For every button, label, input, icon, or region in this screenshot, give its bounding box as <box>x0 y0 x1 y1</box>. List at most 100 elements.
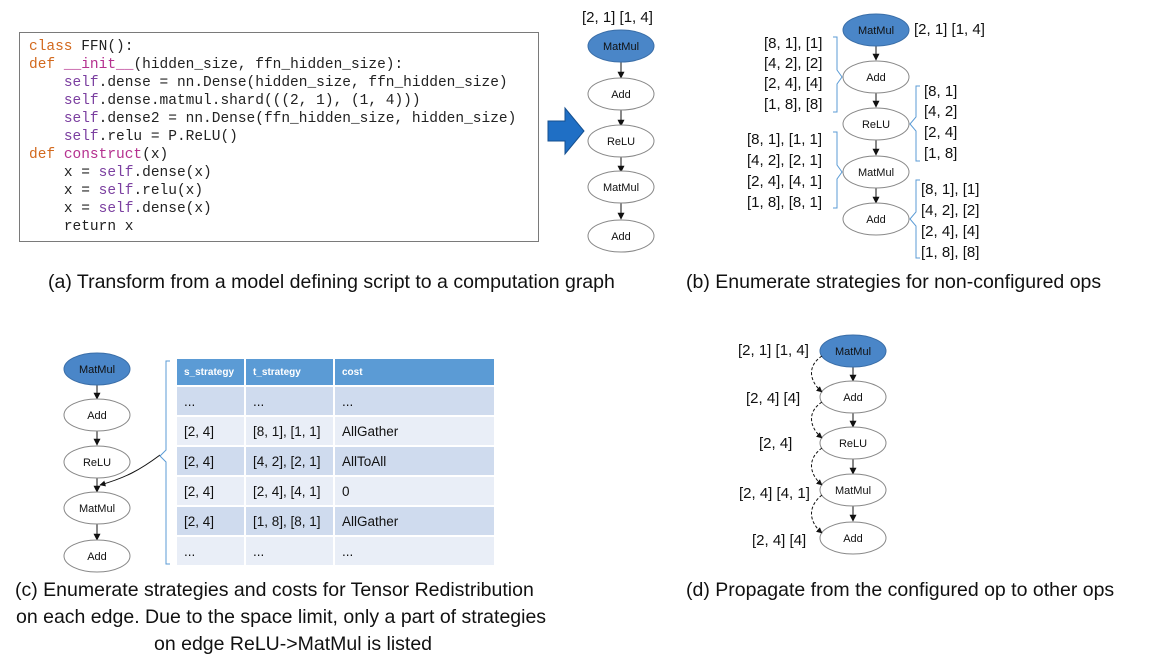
add1-strategy: [2, 4], [4] <box>764 75 823 92</box>
redistribution-table: s_strategy t_strategy cost ... ... ... [… <box>177 357 496 567</box>
graph-d-node-matmul <box>819 334 887 368</box>
table-row: ... ... ... <box>177 537 496 565</box>
propagated-label: [2, 4] <box>759 435 793 452</box>
graph-c: MatMul Add ReLU MatMul Add <box>63 352 170 573</box>
caption-d: (d) Propagate from the configured op to … <box>686 579 1115 601</box>
brace-add1 <box>833 36 843 113</box>
transform-arrow-icon <box>547 106 585 156</box>
graph-a-node-label: Add <box>611 231 631 243</box>
graph-b-node-label: Add <box>866 214 886 226</box>
add2-strategy: [1, 8], [8] <box>921 244 980 261</box>
code-line-8: x = self.dense(x) <box>63 165 212 181</box>
code-line-7: def construct(x) <box>29 147 169 163</box>
matmul2-strategy: [1, 8], [8, 1] <box>747 194 823 211</box>
graph-c-node-add2 <box>63 539 131 573</box>
propagated-label: [2, 4] [4] <box>752 532 807 549</box>
table-bracket <box>159 360 170 565</box>
table-cell: AllToAll <box>335 447 496 475</box>
graph-c-node-label: Add <box>87 551 107 563</box>
brace-add2 <box>909 179 920 259</box>
graph-d-node-label: MatMul <box>835 485 871 497</box>
code-line-11: return x <box>63 219 134 235</box>
graph-a-node-matmul <box>587 29 655 63</box>
caption-b: (b) Enumerate strategies for non-configu… <box>686 271 1102 293</box>
graph-d-node-relu <box>819 426 887 460</box>
graph-b-node-relu <box>842 107 910 141</box>
table-header-cell: t_strategy <box>246 359 335 385</box>
graph-b-node-label: ReLU <box>862 119 890 131</box>
graph-d-node-label: Add <box>843 392 863 404</box>
brace-relu <box>909 85 920 162</box>
graph-d-node-label: ReLU <box>839 438 867 450</box>
graph-a-node-label: MatMul <box>603 182 639 194</box>
graph-b-node-label: Add <box>866 72 886 84</box>
propagated-label: [2, 4] [4] <box>746 390 801 407</box>
graph-a-node-add2 <box>587 219 655 253</box>
propagated-label: [2, 1] [1, 4] <box>738 342 809 359</box>
graph-a-node-matmul2 <box>587 170 655 204</box>
table-cell: [4, 2], [2, 1] <box>246 447 335 475</box>
graph-a-node-relu <box>587 124 655 158</box>
table-row: [2, 4] [1, 8], [8, 1] AllGather <box>177 507 496 535</box>
add2-strategy: [8, 1], [1] <box>921 181 980 198</box>
propagation-arrow <box>811 401 823 439</box>
add1-strategy: [4, 2], [2] <box>764 55 823 72</box>
relu-strategy: [8, 1] <box>924 83 958 100</box>
relu-strategy: [2, 4] <box>924 124 958 141</box>
graph-b-config-label: [2, 1] [1, 4] <box>914 21 985 38</box>
table-row: [2, 4] [4, 2], [2, 1] AllToAll <box>177 447 496 475</box>
code-line-10: x = self.dense(x) <box>63 201 212 217</box>
table-cell: ... <box>335 387 496 415</box>
graph-c-node-label: ReLU <box>83 457 111 469</box>
code-line-2: def __init__(hidden_size, ffn_hidden_siz… <box>29 57 404 73</box>
graph-c-node-relu <box>63 445 131 479</box>
table-header-cell: s_strategy <box>177 359 246 385</box>
table-cell: [1, 8], [8, 1] <box>246 507 335 535</box>
table-row: [2, 4] [8, 1], [1, 1] AllGather <box>177 417 496 445</box>
table-cell: ... <box>246 537 335 565</box>
caption-c-line2: on each edge. Due to the space limit, on… <box>16 606 547 628</box>
graph-a-config-label: [2, 1] [1, 4] <box>582 9 653 26</box>
code-line-6: self.relu = P.ReLU() <box>63 129 238 145</box>
propagation-arrow <box>811 447 823 486</box>
table-cell: 0 <box>335 477 496 505</box>
add2-strategy: [2, 4], [4] <box>921 223 980 240</box>
code-box: class FFN(): def __init__(hidden_size, f… <box>19 32 539 242</box>
table-cell: [2, 4] <box>177 447 246 475</box>
edge-pointer-line <box>99 454 161 487</box>
code-line-3: self.dense = nn.Dense(hidden_size, ffn_h… <box>63 75 508 91</box>
graph-d-node-label: Add <box>843 533 863 545</box>
table-cell: AllGather <box>335 417 496 445</box>
table-cell: [2, 4] <box>177 507 246 535</box>
table-cell: ... <box>177 537 246 565</box>
graph-b-node-label: MatMul <box>858 25 894 37</box>
graph-d-node-add2 <box>819 521 887 555</box>
graph-b-node-matmul2 <box>842 155 910 189</box>
graph-c-node-matmul <box>63 352 131 386</box>
brace-matmul2 <box>833 131 843 209</box>
table-header-row: s_strategy t_strategy cost <box>177 359 496 385</box>
table-cell: [2, 4] <box>177 417 246 445</box>
graph-a: MatMul Add ReLU MatMul Add <box>587 29 655 253</box>
table-cell: ... <box>335 537 496 565</box>
table-row: ... ... ... <box>177 387 496 415</box>
graph-c-node-add <box>63 398 131 432</box>
table-row: [2, 4] [2, 4], [4, 1] 0 <box>177 477 496 505</box>
table-cell: ... <box>177 387 246 415</box>
graph-c-node-label: MatMul <box>79 503 115 515</box>
add2-strategy: [4, 2], [2] <box>921 202 980 219</box>
add1-strategy: [1, 8], [8] <box>764 96 823 113</box>
graph-b-node-matmul <box>842 13 910 47</box>
graph-c-node-matmul2 <box>63 491 131 525</box>
matmul2-strategy: [4, 2], [2, 1] <box>747 152 823 169</box>
caption-c-line1: (c) Enumerate strategies and costs for T… <box>15 579 534 601</box>
graph-d-node-label: MatMul <box>835 346 871 358</box>
propagation-arrow <box>811 355 823 393</box>
graph-a-node-label: Add <box>611 89 631 101</box>
code-line-9: x = self.relu(x) <box>63 183 204 199</box>
relu-strategy: [4, 2] <box>924 103 958 120</box>
graph-c-node-label: MatMul <box>79 364 115 376</box>
matmul2-strategy: [2, 4], [4, 1] <box>747 173 823 190</box>
propagation-arrow <box>811 494 823 534</box>
